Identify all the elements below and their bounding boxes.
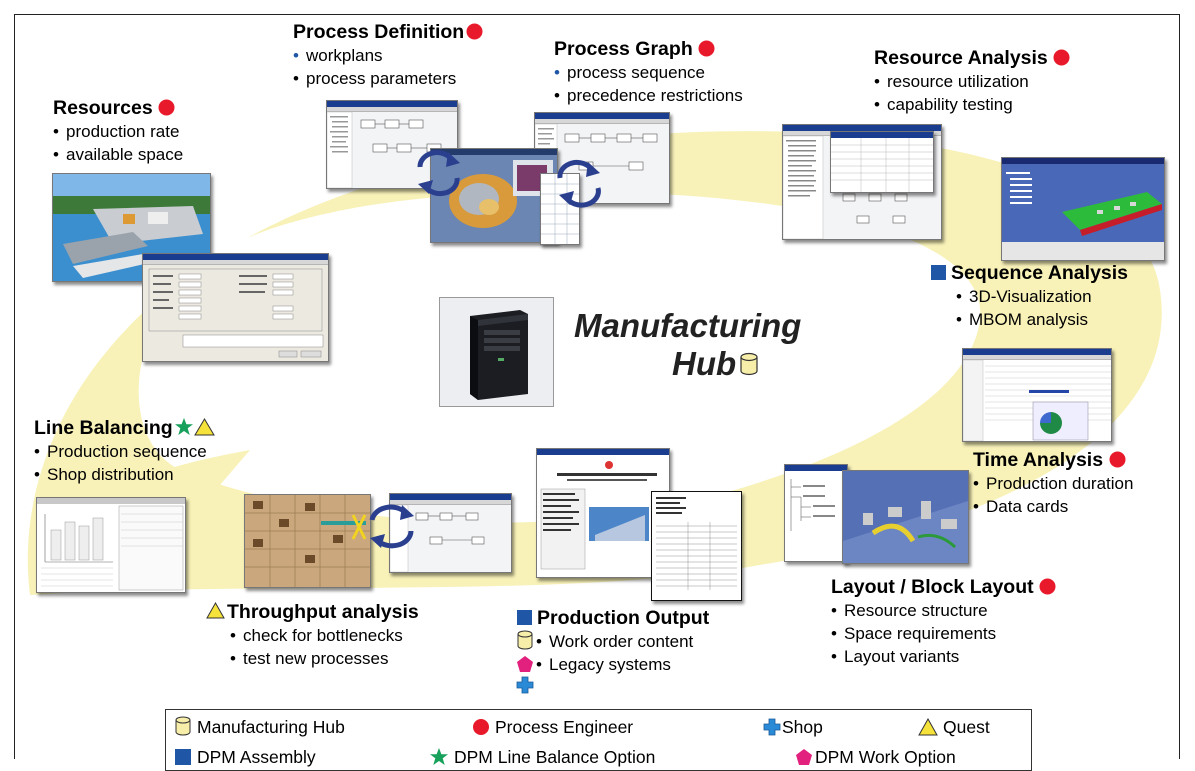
throughput-sim-screenshot [244,494,371,588]
layout-tree-screenshot [784,464,848,562]
production-work-order-screenshot [651,491,742,601]
sequence-analysis-item-1: 3D-Visualization [969,287,1092,306]
outer-frame [14,14,1180,759]
legend-dpm-line-balance: DPM Line Balance Option [429,746,655,768]
production-activity-screenshot [536,448,670,578]
dpm-line-balance-icon [430,748,448,765]
time-analysis-screenshot [962,348,1112,442]
line-balancing-item-2: Shop distribution [47,465,174,484]
layout-item-1: Resource structure [844,601,988,620]
shop-icon [516,676,709,698]
time-analysis-block: Time Analysis •Production duration •Data… [973,449,1134,516]
process-engineer-icon [1053,47,1070,69]
process-engineer-icon [1039,576,1056,598]
dpm-assembly-icon [930,262,951,284]
throughput-block: Throughput analysis •check for bottlenec… [206,600,419,670]
throughput-graph-screenshot [389,493,512,573]
production-output-title: Production Output [537,607,710,629]
production-output-item-2: Legacy systems [549,655,671,674]
quest-icon [206,601,227,623]
resource-utilization-table [830,131,934,193]
manufacturing-hub-icon [516,630,536,651]
throughput-item-2: test new processes [243,649,389,668]
server-photo [439,297,554,407]
legend-process-engineer: Process Engineer [472,716,633,738]
time-analysis-item-1: Production duration [986,474,1134,493]
process-definition-item-1: workplans [306,46,383,65]
time-analysis-item-2: Data cards [986,497,1069,516]
layout-item-3: Layout variants [844,647,960,666]
layout-title: Layout / Block Layout [831,576,1034,598]
process-engineer-icon [158,97,175,119]
resources-harbor-screenshot [52,173,211,282]
process-graph-item-1: process sequence [567,63,705,82]
hub-title-line2: Hub [672,345,759,383]
resources-title: Resources [53,97,153,119]
dpm-line-balance-icon [173,417,194,439]
dpm-assembly-icon [175,749,191,765]
manufacturing-hub-icon [736,345,759,382]
legend-dpm-work: DPM Work Option [795,746,956,768]
production-output-item-1: Work order content [549,632,694,651]
manufacturing-hub-icon [175,716,191,736]
legend-manufacturing-hub: Manufacturing Hub [174,716,345,738]
layout-item-2: Space requirements [844,624,997,643]
sequence-analysis-title: Sequence Analysis [951,262,1129,284]
sequence-analysis-block: Sequence Analysis •3D-Visualization •MBO… [930,261,1128,331]
resources-dialog-screenshot [142,253,329,362]
resource-analysis-title: Resource Analysis [874,47,1048,69]
line-balancing-item-1: Production sequence [47,442,207,461]
legend: Manufacturing Hub Process Engineer Shop … [165,709,1032,771]
production-output-block: Production Output •Work order content •L… [516,606,709,698]
legend-quest: Quest [918,716,990,738]
shop-icon [763,718,781,736]
time-analysis-title: Time Analysis [973,449,1104,471]
resource-analysis-item-1: resource utilization [887,72,1029,91]
legend-dpm-assembly: DPM Assembly [174,746,316,768]
process-engineer-icon [1109,449,1126,471]
throughput-title: Throughput analysis [227,601,419,623]
quest-icon [193,417,215,439]
line-balancing-block: Line Balancing •Production sequence •Sho… [34,416,215,486]
process-graph-item-2: precedence restrictions [567,86,743,105]
resource-analysis-block: Resource Analysis •resource utilization … [874,46,1070,116]
process-cad-screenshot [430,148,558,243]
layout-3d-screenshot [842,470,969,564]
process-definition-item-2: process parameters [306,69,457,88]
process-graph-title: Process Graph [554,38,693,60]
dpm-assembly-icon [516,607,537,629]
dpm-work-icon [516,655,536,674]
process-engineer-icon [473,719,489,735]
sequence-analysis-screenshot [1001,157,1165,261]
process-definition-title: Process Definition [293,21,465,43]
throughput-item-1: check for bottlenecks [243,626,403,645]
process-engineer-icon [464,21,483,43]
dpm-work-icon [796,749,812,765]
process-table-screenshot [540,173,580,245]
hub-title-line1: Manufacturing [574,307,802,344]
resources-item-1: production rate [66,122,180,141]
resource-analysis-item-2: capability testing [887,95,1013,114]
process-engineer-icon [698,38,715,60]
resources-block: Resources •production rate •available sp… [53,97,184,164]
quest-icon [918,717,938,736]
process-graph-block: Process Graph •process sequence •precede… [554,38,743,105]
line-balancing-title: Line Balancing [34,417,173,439]
line-balancing-screenshot [36,497,186,593]
sequence-analysis-item-2: MBOM analysis [969,310,1089,329]
process-definition-block: Process Definition •workplans •process p… [293,20,483,90]
legend-shop: Shop [763,716,823,738]
resources-item-2: available space [66,145,184,164]
layout-block: Layout / Block Layout •Resource structur… [831,575,1056,668]
